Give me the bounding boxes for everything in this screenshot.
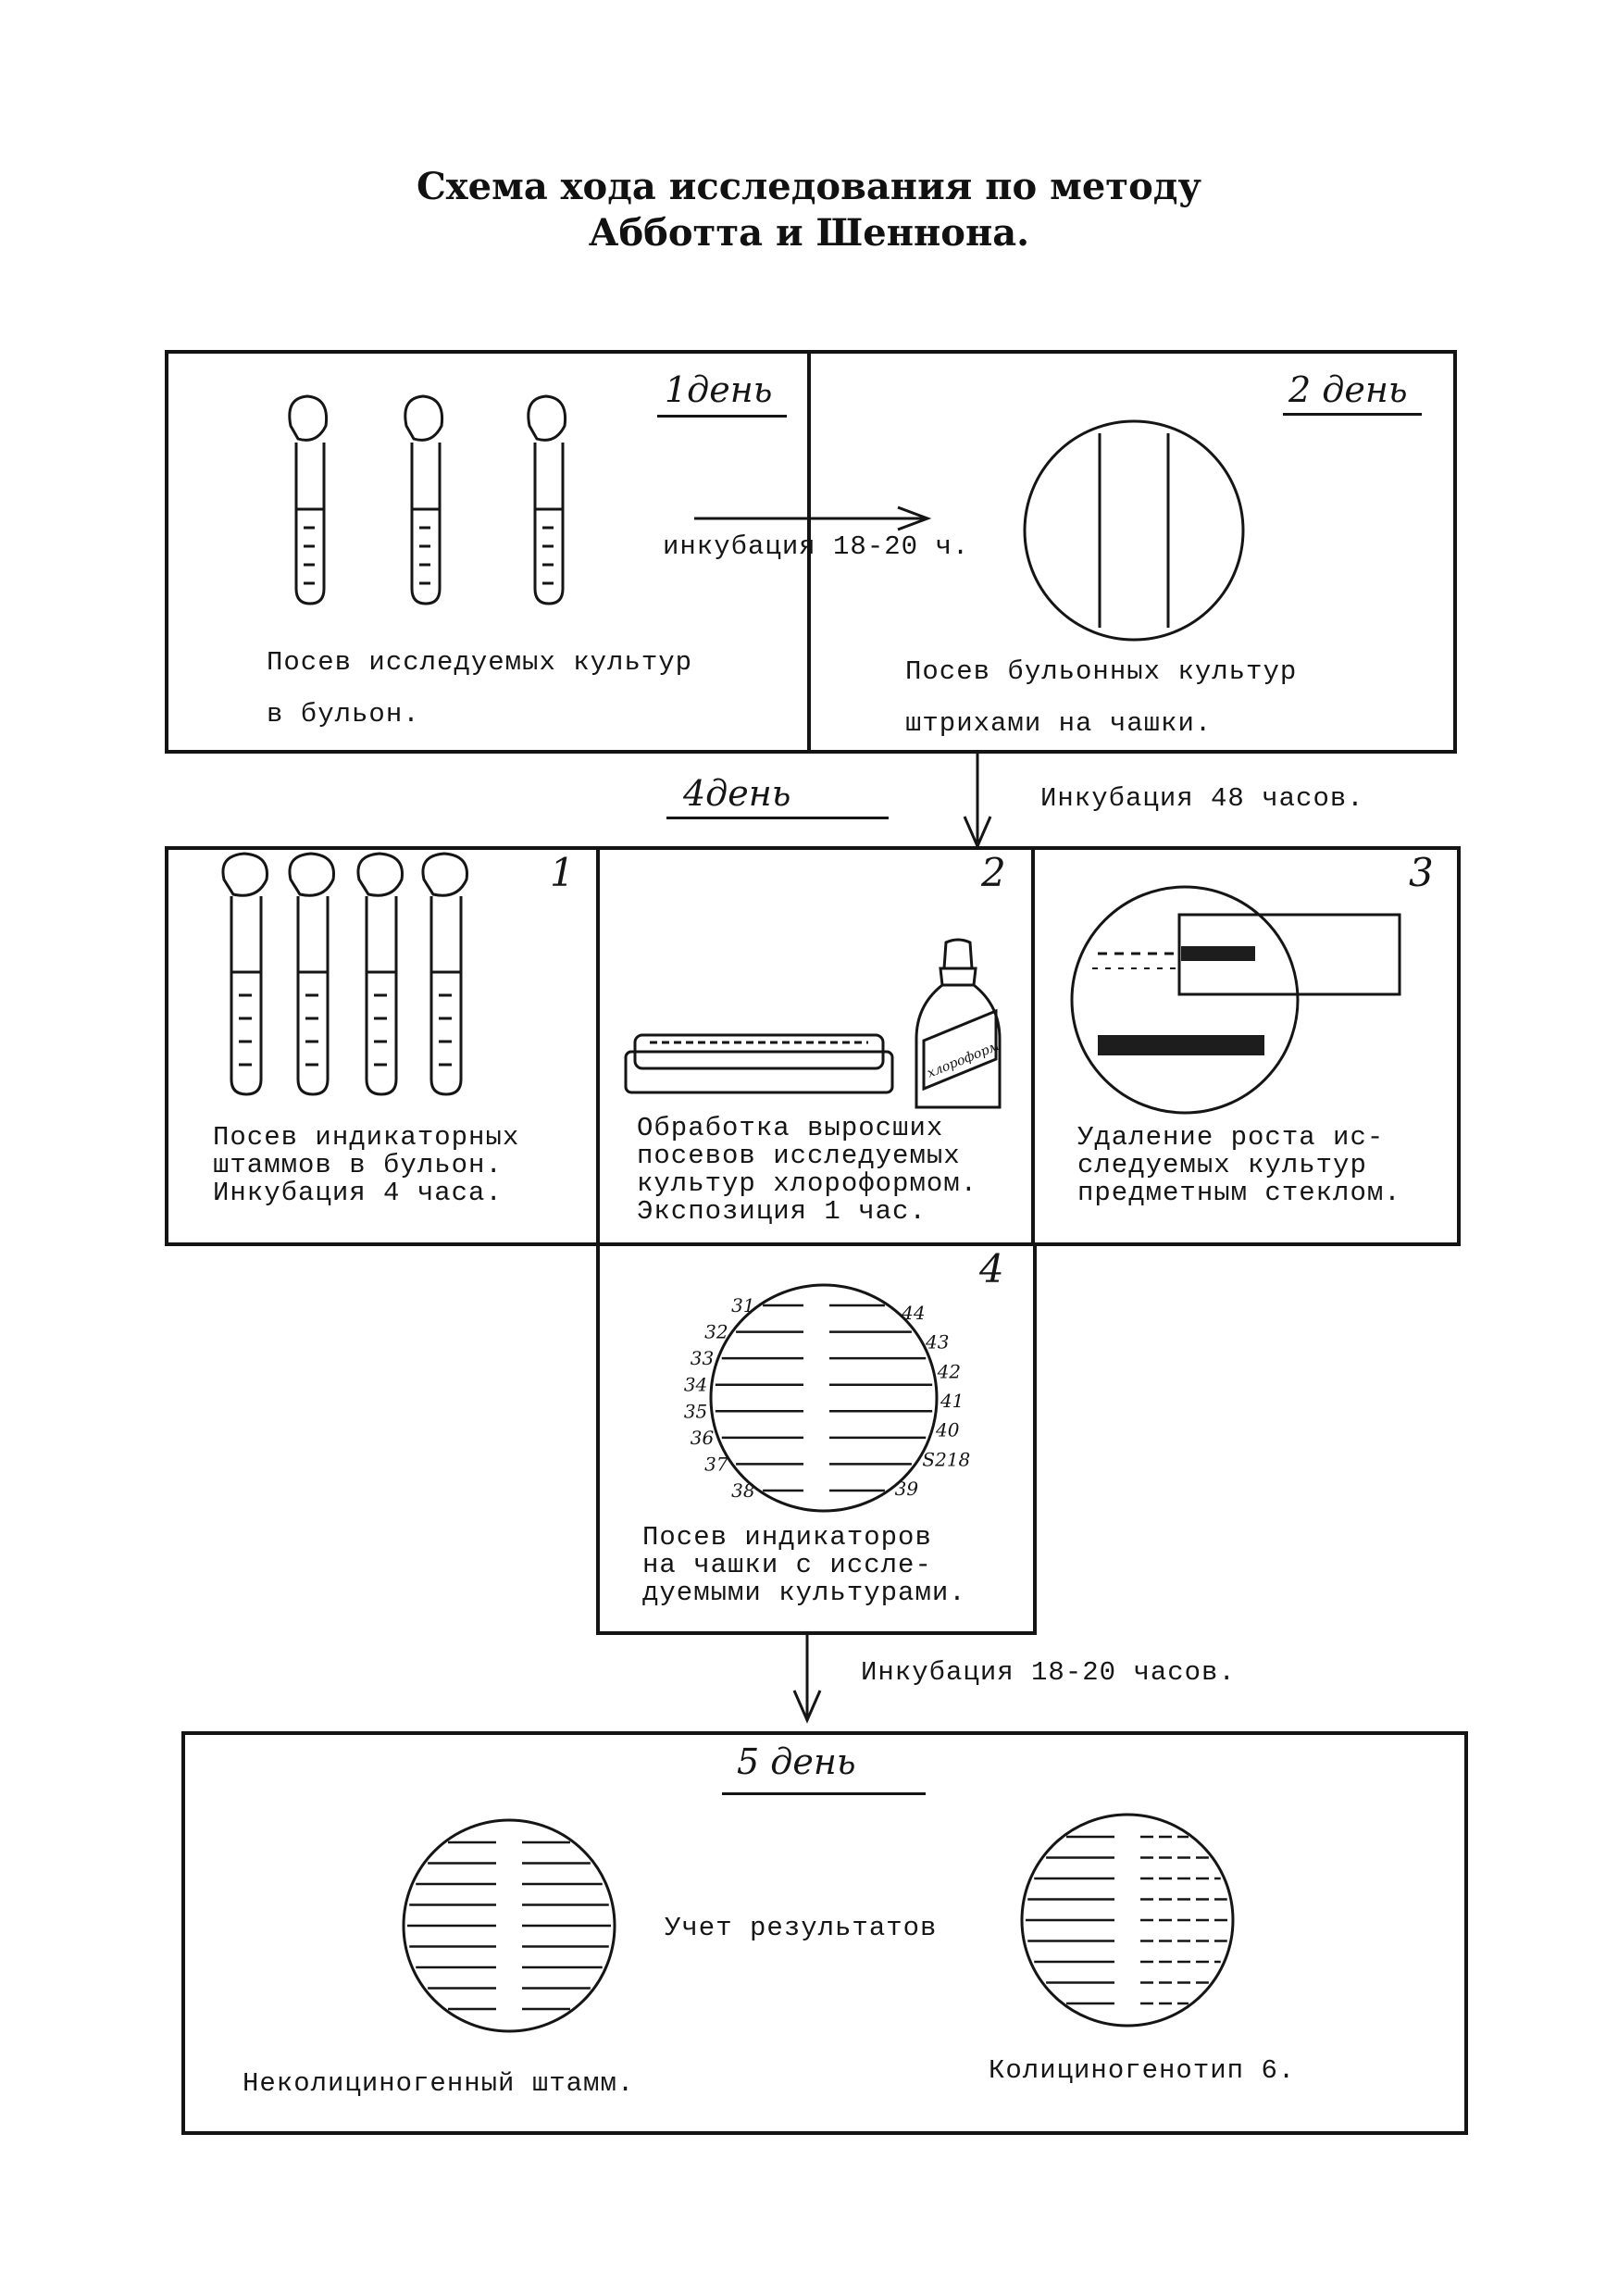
day5-right-caption: Колициногенотип 6. bbox=[989, 2055, 1296, 2086]
arrow-to-day5 bbox=[792, 1633, 822, 1724]
strain-label-right: 41 bbox=[940, 1390, 964, 1412]
strain-label-left: 36 bbox=[691, 1427, 715, 1449]
day2-petri-dish bbox=[1023, 419, 1245, 642]
strain-label-left: 31 bbox=[731, 1294, 754, 1316]
tube-1 bbox=[288, 394, 329, 605]
day1-label: 1день bbox=[665, 369, 773, 410]
incubation-18-20-label: Инкубация 18-20 часов. bbox=[861, 1657, 1236, 1688]
strain-label-right: 40 bbox=[935, 1419, 960, 1441]
strain-label-right: 43 bbox=[925, 1331, 949, 1354]
day5-petri-dish-left bbox=[402, 1818, 616, 2033]
day2-label: 2 день bbox=[1288, 369, 1408, 410]
diagram-title-line2: Абботта и Шеннона. bbox=[588, 211, 1030, 255]
tube-3 bbox=[527, 394, 567, 605]
step1-test-tubes bbox=[221, 852, 468, 1096]
day5-left-caption: Неколициногенный штамм. bbox=[243, 2068, 635, 2099]
tube-1 bbox=[221, 852, 268, 1096]
chloroform-bottle: хлороформ bbox=[915, 938, 1002, 1109]
strain-label-right: 42 bbox=[937, 1360, 961, 1382]
chloroform-label: хлороформ bbox=[926, 1039, 1002, 1081]
step3-caption: Удаление роста ис- следуемых культур пре… bbox=[1077, 1122, 1401, 1208]
day4-underline bbox=[666, 817, 889, 819]
panel-divider-2 bbox=[1031, 848, 1035, 1244]
strain-label-right: S218 bbox=[922, 1448, 970, 1470]
arrow-day1-to-day2 bbox=[694, 505, 932, 531]
tube-3 bbox=[356, 852, 404, 1096]
step2-petri-dish-stack bbox=[624, 1033, 894, 1094]
panel-day4-steps bbox=[165, 846, 1461, 1246]
incubation-48-label: Инкубация 48 часов. bbox=[1040, 783, 1364, 814]
strain-label-right: 44 bbox=[901, 1302, 925, 1324]
day4-label: 4день bbox=[683, 773, 791, 814]
diagram-title-line1: Схема хода исследования по методу bbox=[416, 165, 1202, 208]
panel-divider bbox=[807, 352, 811, 752]
step4-caption: Посев индикаторов на чашки с иссле- дуем… bbox=[642, 1522, 966, 1608]
strain-label-right: 39 bbox=[895, 1478, 919, 1500]
tube-2 bbox=[288, 852, 335, 1096]
step2-caption: Обработка выросших посевов исследуемых к… bbox=[637, 1113, 978, 1227]
day5-underline bbox=[722, 1792, 926, 1795]
step3-number: 3 bbox=[1409, 850, 1434, 895]
day1-caption: Посев исследуемых культур в бульон. bbox=[267, 647, 693, 730]
panel-divider-1 bbox=[596, 848, 600, 1244]
step1-caption: Посев индикаторных штаммов в бульон. Инк… bbox=[213, 1122, 520, 1208]
strain-label-left: 34 bbox=[684, 1374, 707, 1396]
tube-2 bbox=[404, 394, 444, 605]
day2-underline bbox=[1283, 413, 1422, 416]
day5-label: 5 день bbox=[737, 1741, 856, 1782]
arrow-to-day4 bbox=[963, 750, 992, 850]
step2-number: 2 bbox=[981, 850, 1006, 895]
panel-day5 bbox=[181, 1731, 1468, 2135]
step1-number: 1 bbox=[550, 850, 575, 895]
strain-label-left: 38 bbox=[731, 1479, 754, 1502]
panel-day1-day2 bbox=[165, 350, 1457, 754]
strain-label-left: 32 bbox=[704, 1321, 728, 1343]
strain-label-left: 37 bbox=[704, 1453, 728, 1475]
panel-step4 bbox=[596, 1242, 1037, 1635]
day5-petri-dish-right bbox=[1020, 1813, 1235, 2028]
day2-caption: Посев бульонных культур штрихами на чашк… bbox=[905, 656, 1298, 739]
strain-label-left: 33 bbox=[691, 1347, 714, 1369]
day1-underline bbox=[657, 415, 787, 418]
day5-center-label: Учет результатов bbox=[665, 1913, 938, 1943]
day1-test-tubes bbox=[288, 394, 567, 605]
step3-petri-dish-with-slide bbox=[1070, 885, 1401, 1115]
strain-label-left: 35 bbox=[684, 1400, 707, 1422]
step4-number: 4 bbox=[979, 1246, 1004, 1292]
arrow-day1-day2-label: инкубация 18-20 ч. bbox=[663, 531, 970, 562]
tube-4 bbox=[421, 852, 468, 1096]
